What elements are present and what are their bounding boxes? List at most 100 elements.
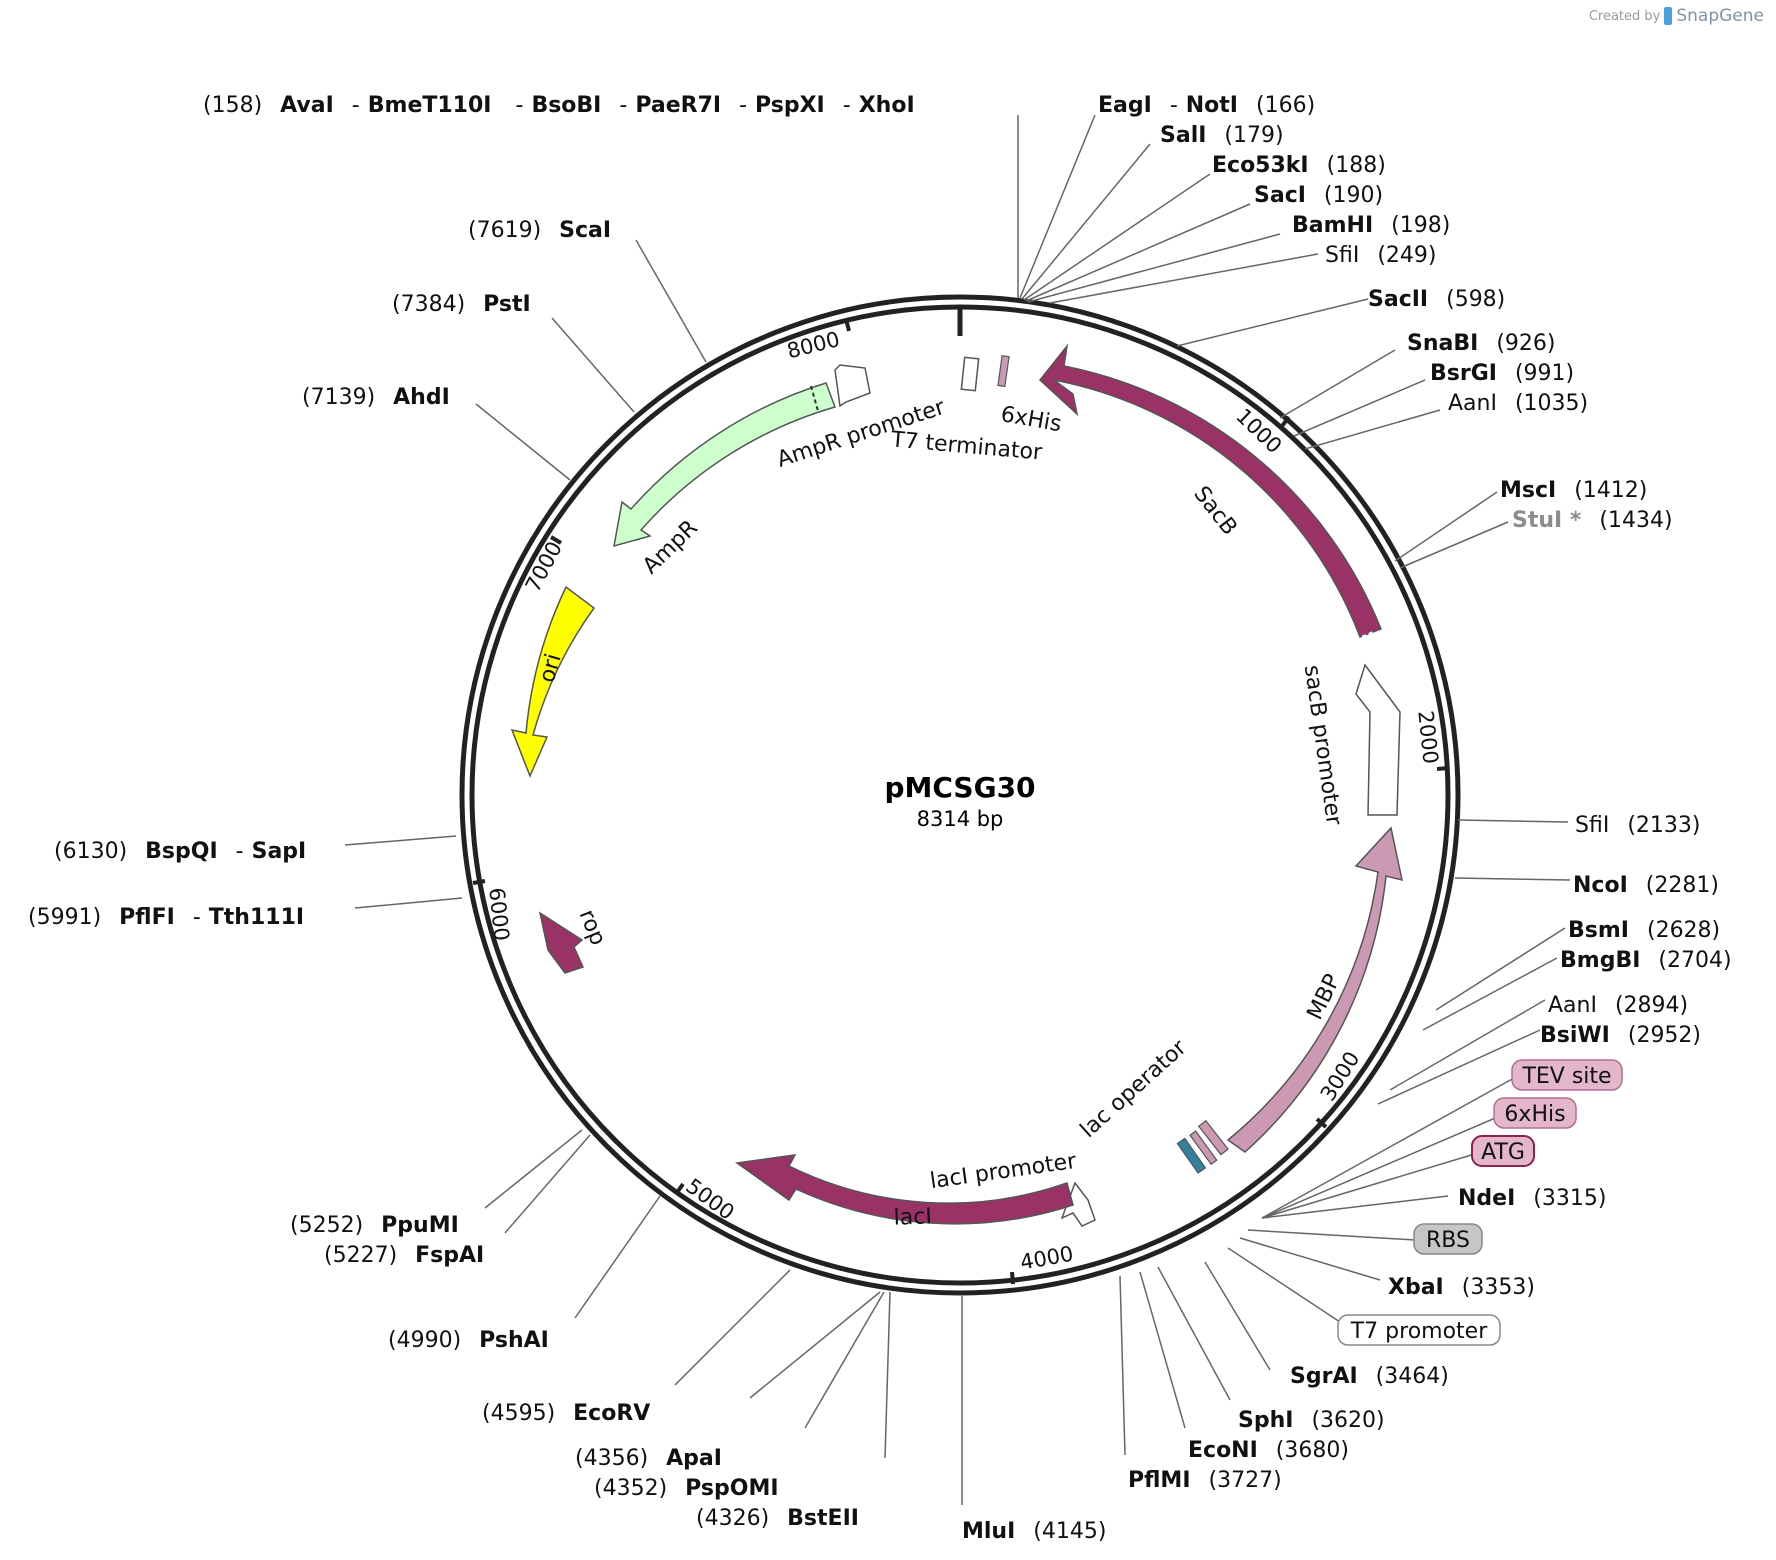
sacb-promoter-feature[interactable]: [1355, 663, 1401, 816]
site-label-991[interactable]: BsrGI(991): [1430, 361, 1574, 386]
site-label-5252[interactable]: (5252)PpuMI: [290, 1213, 459, 1238]
rop-feature[interactable]: [538, 911, 585, 974]
site-label-249[interactable]: SfiI(249): [1325, 243, 1436, 268]
rbs-label: RBS: [1426, 1228, 1470, 1253]
site-label-2281[interactable]: NcoI(2281): [1573, 873, 1719, 898]
site-label-190[interactable]: SacI(190): [1254, 183, 1383, 208]
site-label-6130[interactable]: (6130)BspQI-SapI: [54, 839, 306, 864]
snapgene-brand: SnapGene: [1676, 6, 1764, 26]
site-label-926[interactable]: SnaBI(926): [1407, 331, 1555, 356]
leader-line: [1139, 1271, 1186, 1429]
enzyme-labels-right: EagI-NotI(166) SalI(179) Eco53kI(188) Sa…: [1098, 93, 1732, 1493]
site-label-3727[interactable]: PflMI(3727): [1128, 1468, 1282, 1493]
site-label-3315[interactable]: NdeI(3315): [1458, 1186, 1606, 1211]
site-label-2704[interactable]: BmgBI(2704): [1560, 948, 1732, 973]
enzyme-labels-left: (158)AvaI-BmeT110I-BsoBI-PaeR7I-PspXI-Xh…: [28, 93, 1106, 1544]
site-enzyme: MscI: [1500, 478, 1556, 503]
tev-site-label: TEV site: [1521, 1064, 1611, 1089]
site-label-166[interactable]: EagI-NotI(166): [1098, 93, 1315, 118]
site-label-3620[interactable]: SphI(3620): [1238, 1408, 1385, 1433]
site-label-7139[interactable]: (7139)AhdI: [302, 385, 450, 410]
site-enzyme: BamHI: [1292, 213, 1373, 238]
feature-label-lac-operator: lac operator: [1076, 1035, 1192, 1143]
site-label-3464[interactable]: SgrAI(3464): [1290, 1364, 1449, 1389]
feature-label-sacb-promoter: sacB promoter: [1299, 664, 1346, 828]
tick-marks: [472, 318, 1450, 1285]
site-pos: (4990): [388, 1328, 461, 1353]
site-label-2952[interactable]: BsiWI(2952): [1540, 1023, 1701, 1048]
site-label-4145[interactable]: MluI(4145): [962, 1519, 1106, 1544]
site-enzyme: MluI: [962, 1519, 1015, 1544]
his-tag-markers: [1176, 1119, 1229, 1174]
site-pos: (3727): [1209, 1468, 1282, 1493]
his-tag-marker: [1197, 1119, 1229, 1156]
site-label-3353[interactable]: XbaI(3353): [1388, 1275, 1535, 1300]
site-label-4356[interactable]: (4356)ApaI: [575, 1446, 722, 1471]
site-label-4595[interactable]: (4595)EcoRV: [482, 1401, 650, 1426]
rbs-box[interactable]: [1413, 1223, 1483, 1255]
site-label-3680[interactable]: EcoNI(3680): [1188, 1438, 1349, 1463]
6xhis-box[interactable]: [1493, 1097, 1577, 1129]
sacb-feature[interactable]: [1038, 343, 1382, 638]
site-pos: (179): [1224, 123, 1283, 148]
site-pos: (249): [1377, 243, 1436, 268]
leader-line: [354, 897, 463, 909]
site-enzyme: PspOMI: [685, 1476, 778, 1501]
site-pos: (198): [1391, 213, 1450, 238]
site-pos: (5227): [324, 1243, 397, 1268]
site-enzyme: PaeR7I: [635, 93, 721, 118]
leader-line: [1119, 1275, 1126, 1456]
ampr-promoter-feature[interactable]: [834, 364, 871, 408]
site-label-5227[interactable]: (5227)FspAI: [324, 1243, 484, 1268]
leader-line: [749, 1291, 881, 1399]
site-label-2133[interactable]: SfiI(2133): [1575, 813, 1700, 838]
site-label-158[interactable]: (158)AvaI-BmeT110I-BsoBI-PaeR7I-PspXI-Xh…: [203, 93, 915, 118]
site-label-188[interactable]: Eco53kI(188): [1212, 153, 1386, 178]
t7-promoter-label: T7 promoter: [1350, 1319, 1488, 1344]
site-label-1035[interactable]: AanI (1035): [1448, 391, 1588, 416]
leader-line: [1422, 957, 1558, 1031]
ampr-feature[interactable]: [613, 382, 836, 548]
t7-promoter-box[interactable]: [1337, 1314, 1501, 1346]
site-label-179[interactable]: SalI(179): [1160, 123, 1284, 148]
his-tag-feature[interactable]: [997, 355, 1010, 388]
site-label-4326[interactable]: (4326)BstEII: [696, 1506, 859, 1531]
leader-line: [1019, 114, 1096, 299]
site-label-4990[interactable]: (4990)PshAI: [388, 1328, 549, 1353]
leader-line: [1394, 491, 1498, 562]
site-label-598[interactable]: SacII(598): [1368, 287, 1505, 312]
leader-line: [1377, 1029, 1541, 1105]
laci-feature[interactable]: [735, 1154, 1074, 1225]
site-pos: (190): [1324, 183, 1383, 208]
site-label-4352[interactable]: (4352)PspOMI: [594, 1476, 779, 1501]
site-label-5991[interactable]: (5991)PflFI-Tth111I: [28, 905, 304, 930]
site-enzyme: BsrGI: [1430, 361, 1497, 386]
site-enzyme: AanI: [1548, 993, 1597, 1018]
site-label-2894[interactable]: AanI (2894): [1548, 993, 1688, 1018]
site-enzyme: AanI: [1448, 391, 1497, 416]
site-label-7384[interactable]: (7384)PstI: [392, 292, 531, 317]
leader-line: [1239, 1237, 1381, 1281]
t7-terminator-feature[interactable]: [960, 356, 980, 392]
leader-line: [1454, 877, 1571, 881]
tev-site-box[interactable]: [1511, 1059, 1623, 1091]
snapgene-logo-icon: [1664, 7, 1673, 25]
site-pos: (1035): [1515, 391, 1588, 416]
mbp-feature[interactable]: [1226, 826, 1403, 1153]
site-enzyme: StuI *: [1512, 508, 1582, 533]
site-enzyme: BsoBI: [531, 93, 601, 118]
atg-box[interactable]: [1471, 1135, 1535, 1167]
site-label-1434[interactable]: StuI *(1434): [1512, 508, 1673, 533]
ori-feature[interactable]: [510, 585, 596, 778]
site-pos: (2133): [1627, 813, 1700, 838]
leader-line: [1023, 173, 1211, 301]
laci-promoter-feature[interactable]: [1060, 1181, 1096, 1227]
site-pos: (3353): [1462, 1275, 1535, 1300]
lac-operator-marker: [1189, 1130, 1218, 1166]
site-label-1412[interactable]: MscI(1412): [1500, 478, 1647, 503]
site-pos: (2894): [1615, 993, 1688, 1018]
site-label-2628[interactable]: BsmI(2628): [1568, 918, 1720, 943]
site-label-198[interactable]: BamHI (198): [1292, 213, 1450, 238]
site-label-7619[interactable]: (7619)ScaI: [468, 218, 611, 243]
